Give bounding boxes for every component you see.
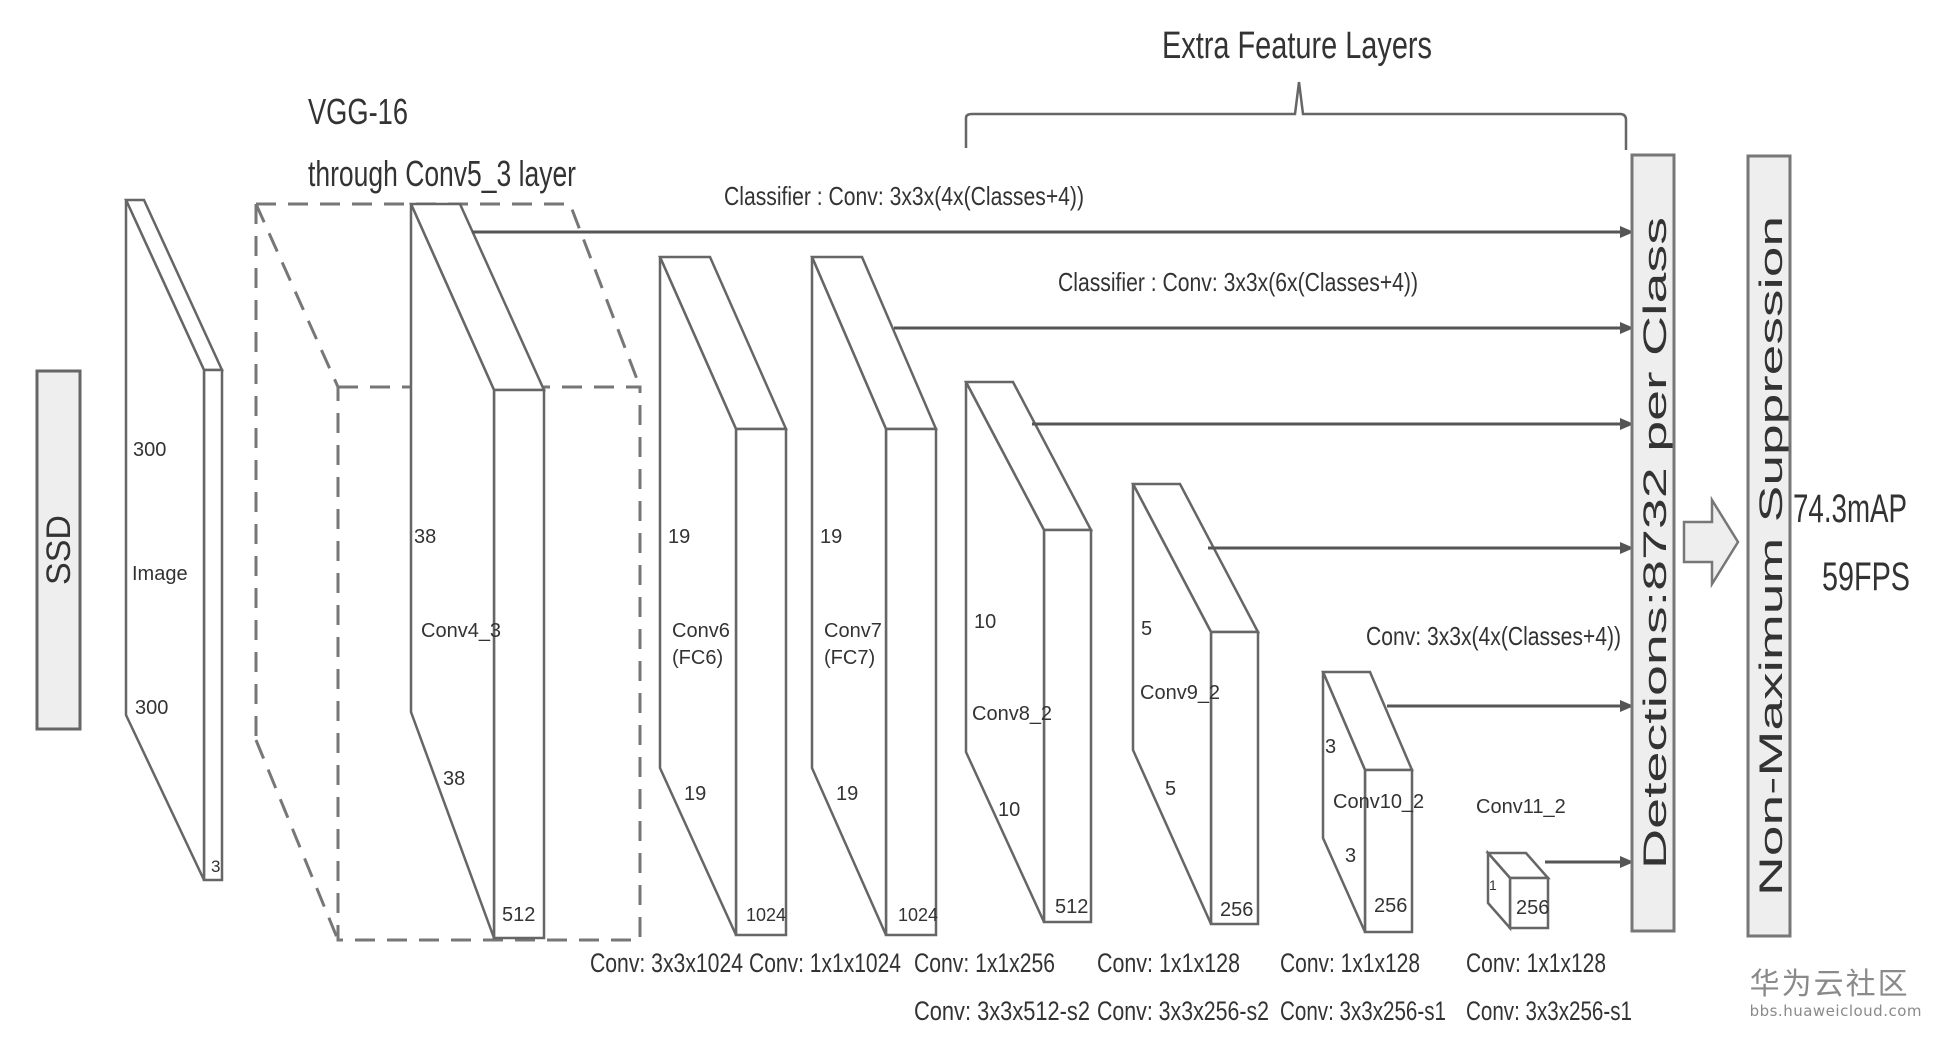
watermark-url: bbs.huaweicloud.com bbox=[1749, 1002, 1922, 1020]
extra-layers-bracket bbox=[964, 81, 1628, 150]
conv8-2-depth: 512 bbox=[1055, 896, 1088, 918]
conv8-2-name: Conv8_2 bbox=[972, 703, 1052, 725]
watermark: 华为云社区 bbs.huaweicloud.com bbox=[1749, 967, 1922, 1021]
conv7-bottom-dim: 19 bbox=[836, 783, 858, 805]
image-bottom-dim: 300 bbox=[135, 697, 168, 719]
op-conv6: Conv: 3x3x1024 bbox=[590, 948, 743, 978]
conv4-3-top-dim: 38 bbox=[414, 526, 436, 548]
layer-conv6 bbox=[658, 255, 788, 937]
block-arrow-icon bbox=[1682, 495, 1740, 589]
conv10-2-depth: 256 bbox=[1374, 895, 1407, 917]
layer-conv10-2 bbox=[1321, 670, 1414, 934]
conv8-2-bottom-dim: 10 bbox=[998, 799, 1020, 821]
classifier-label-conv4-3: Classifier : Conv: 3x3x(4x(Classes+4)) bbox=[724, 181, 1084, 211]
op-conv10-2-b: Conv: 3x3x256-s1 bbox=[1280, 996, 1446, 1026]
extra-layers-title: Extra Feature Layers bbox=[1162, 25, 1432, 67]
conv9-2-depth: 256 bbox=[1220, 899, 1253, 921]
classifier-label-conv10-2: Conv: 3x3x(4x(Classes+4)) bbox=[1366, 621, 1621, 651]
detections-box: Detections:8732 per Class bbox=[1630, 153, 1676, 933]
conv4-3-depth: 512 bbox=[502, 904, 535, 926]
conv9-2-top-dim: 5 bbox=[1141, 618, 1152, 640]
conv7-name: Conv7 bbox=[824, 620, 882, 642]
conv11-2-top-dim: 1 bbox=[1489, 877, 1497, 893]
conv9-2-bottom-dim: 5 bbox=[1165, 778, 1176, 800]
op-conv9-2-a: Conv: 1x1x128 bbox=[1097, 948, 1240, 978]
classifier-arrows bbox=[472, 226, 1634, 868]
result-map: 74.3mAP bbox=[1793, 487, 1907, 531]
conv8-2-top-dim: 10 bbox=[974, 611, 996, 633]
conv4-3-name: Conv4_3 bbox=[421, 620, 501, 642]
ssd-label-box: SSD bbox=[35, 369, 82, 731]
layer-image bbox=[124, 198, 224, 882]
ssd-label: SSD bbox=[40, 515, 78, 585]
op-conv9-2-b: Conv: 3x3x256-s2 bbox=[1097, 996, 1269, 1026]
nms-label: Non-Maximum Suppression bbox=[1753, 216, 1789, 896]
conv7-name2: (FC7) bbox=[824, 647, 875, 669]
conv6-bottom-dim: 19 bbox=[684, 783, 706, 805]
conv4-3-bottom-dim: 38 bbox=[443, 768, 465, 790]
conv9-2-name: Conv9_2 bbox=[1140, 682, 1220, 704]
nms-box: Non-Maximum Suppression bbox=[1746, 154, 1792, 938]
conv7-depth: 1024 bbox=[898, 905, 938, 925]
op-conv8-2-b: Conv: 3x3x512-s2 bbox=[914, 996, 1090, 1026]
conv7-top-dim: 19 bbox=[820, 526, 842, 548]
detections-label: Detections:8732 per Class bbox=[1637, 217, 1673, 869]
conv11-2-name: Conv11_2 bbox=[1476, 796, 1566, 818]
result-fps: 59FPS bbox=[1822, 555, 1910, 599]
conv6-depth: 1024 bbox=[746, 905, 786, 925]
op-conv7: Conv: 1x1x1024 bbox=[749, 948, 901, 978]
watermark-brand: 华为云社区 bbox=[1749, 967, 1910, 1002]
layer-conv7 bbox=[810, 255, 938, 937]
conv11-2-depth: 256 bbox=[1516, 897, 1549, 919]
layer-conv8-2 bbox=[963, 380, 1094, 924]
op-conv10-2-a: Conv: 1x1x128 bbox=[1280, 948, 1420, 978]
vgg16-subtitle: through Conv5_3 layer bbox=[308, 153, 576, 194]
conv10-2-top-dim: 3 bbox=[1325, 736, 1336, 758]
layer-conv4-3 bbox=[409, 202, 546, 940]
vgg16-title: VGG-16 bbox=[308, 91, 408, 132]
layer-conv9-2 bbox=[1130, 482, 1261, 926]
conv10-2-name: Conv10_2 bbox=[1333, 791, 1424, 813]
image-name: Image bbox=[132, 563, 188, 585]
conv6-name: Conv6 bbox=[672, 620, 730, 642]
conv6-name2: (FC6) bbox=[672, 647, 723, 669]
conv6-top-dim: 19 bbox=[668, 526, 690, 548]
op-conv11-2-a: Conv: 1x1x128 bbox=[1466, 948, 1606, 978]
image-depth: 3 bbox=[211, 857, 220, 876]
op-conv8-2-a: Conv: 1x1x256 bbox=[914, 948, 1055, 978]
layer-conv11-2 bbox=[1485, 849, 1551, 932]
image-top-dim: 300 bbox=[133, 439, 166, 461]
op-conv11-2-b: Conv: 3x3x256-s1 bbox=[1466, 996, 1632, 1026]
classifier-label-fc7: Classifier : Conv: 3x3x(6x(Classes+4)) bbox=[1058, 267, 1418, 297]
conv10-2-bottom-dim: 3 bbox=[1345, 845, 1356, 867]
